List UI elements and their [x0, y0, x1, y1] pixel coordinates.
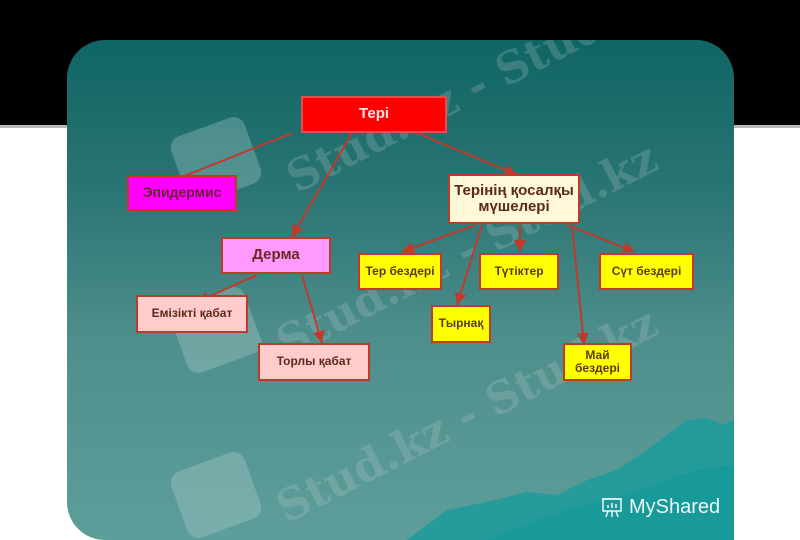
- node-sweat-glands: Тер бездері: [358, 253, 442, 290]
- presentation-board-icon: [602, 498, 622, 518]
- node-epidermis: Эпидермис: [127, 175, 237, 211]
- node-papillary-layer: Емізікті қабат: [136, 295, 248, 333]
- node-sebaceous-glands: Май бездері: [563, 343, 632, 381]
- node-ducts: Түтіктер: [479, 253, 559, 290]
- slide: Stud.kz - Stud.kz Stud.kz - Stud.kz Stud…: [67, 40, 734, 540]
- node-mammary-glands: Сүт бездері: [599, 253, 694, 290]
- node-nail: Тырнақ: [431, 305, 491, 343]
- connector-lines: [161, 132, 636, 346]
- node-reticular-layer: Торлы қабат: [258, 343, 370, 381]
- brand-label: MyShared: [629, 495, 721, 518]
- node-skin: Тері: [301, 96, 447, 133]
- node-dermis: Дерма: [221, 237, 331, 274]
- myshared-brand: MyShared: [600, 495, 720, 519]
- node-auxiliary-organs: Терінің қосалқы мүшелері: [448, 174, 580, 224]
- mountain-decoration: [407, 418, 734, 540]
